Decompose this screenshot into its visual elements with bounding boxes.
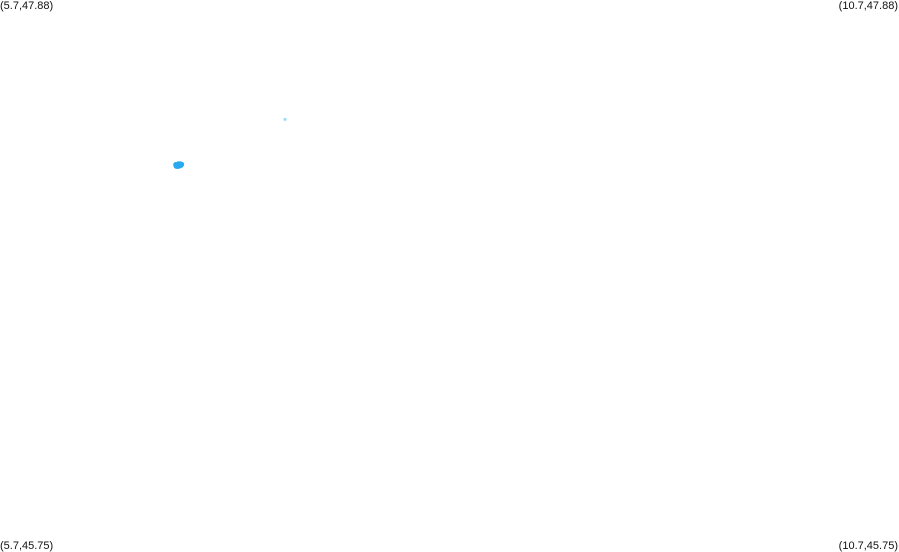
corner-label-top-left: (5.7,47.88): [0, 0, 54, 12]
map-point: [178, 162, 184, 168]
corner-label-bottom-left: (5.7,45.75): [0, 540, 54, 552]
corner-label-top-right: (10.7,47.88): [838, 0, 898, 12]
map-point-faint: [283, 117, 287, 121]
corner-label-bottom-right: (10.7,45.75): [838, 540, 898, 552]
